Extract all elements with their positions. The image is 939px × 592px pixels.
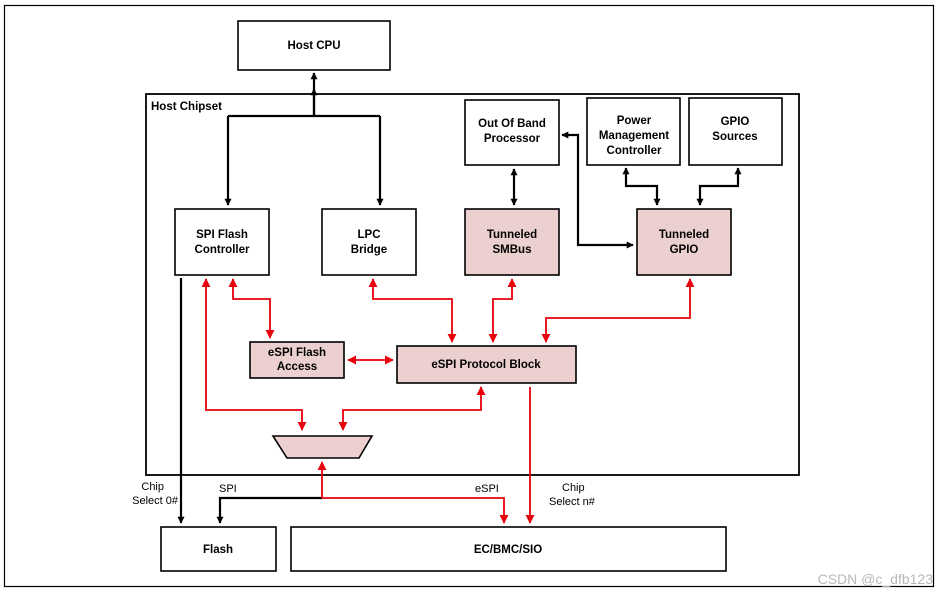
spi-fc-label-line1: SPI Flash bbox=[196, 229, 248, 241]
smbus-protocol-link bbox=[488, 278, 517, 343]
host-cpu-label: Host CPU bbox=[287, 40, 340, 52]
spi-flash-controller-block: SPI Flash Controller bbox=[174, 208, 270, 276]
gpio-protocol-link bbox=[541, 278, 695, 343]
gpio-sources-label-line2: Sources bbox=[712, 131, 757, 143]
spi-fc-label-line2: Controller bbox=[195, 244, 250, 256]
csn-label-line2: Select n# bbox=[549, 496, 596, 508]
host-cpu-block: Host CPU bbox=[237, 20, 391, 71]
host-chipset-label: Host Chipset bbox=[151, 101, 222, 113]
outer-frame bbox=[3, 4, 935, 588]
oob-gpio-link bbox=[561, 131, 634, 249]
cs0-label-line2: Select 0# bbox=[132, 495, 179, 507]
tunneled-smbus-block: Tunneled SMBus bbox=[464, 208, 560, 276]
power-management-block: Power Management Controller bbox=[586, 97, 681, 166]
oob-label-line1: Out Of Band bbox=[478, 118, 546, 130]
tgpio-label-line2: GPIO bbox=[670, 244, 699, 256]
host-chipset-container bbox=[145, 93, 800, 476]
spi-to-flash-line bbox=[216, 496, 322, 524]
spifc-mux-link bbox=[201, 278, 307, 431]
ec-bmc-sio-label: EC/BMC/SIO bbox=[474, 544, 542, 556]
tsmbus-label-line1: Tunneled bbox=[487, 229, 537, 241]
oob-label-line2: Processor bbox=[484, 133, 541, 145]
ec-bmc-sio-block: EC/BMC/SIO bbox=[290, 526, 727, 572]
espi-protocol-label: eSPI Protocol Block bbox=[431, 359, 541, 371]
spi-label: SPI bbox=[219, 483, 237, 495]
oob-processor-block: Out Of Band Processor bbox=[464, 99, 560, 166]
pm-gpio-link bbox=[622, 167, 661, 206]
gpio-sources-block: GPIO Sources bbox=[688, 97, 783, 166]
flash-block: Flash bbox=[160, 526, 277, 572]
gpiosrc-gpio-link bbox=[696, 167, 742, 206]
tgpio-label-line1: Tunneled bbox=[659, 229, 709, 241]
watermark: CSDN @c_dfb123 bbox=[818, 571, 934, 587]
lpc-label-line1: LPC bbox=[358, 229, 381, 241]
cs0-label-line1: Chip bbox=[141, 481, 164, 493]
lpc-label-line2: Bridge bbox=[351, 244, 387, 256]
espi-fa-label-line1: eSPI Flash bbox=[268, 347, 326, 359]
espi-fa-label-line2: Access bbox=[277, 361, 317, 373]
tunneled-gpio-block: Tunneled GPIO bbox=[636, 208, 732, 276]
espi-to-ec-line bbox=[322, 497, 509, 524]
espi-flash-access-block: eSPI Flash Access bbox=[249, 341, 345, 379]
protocol-mux-link bbox=[338, 386, 486, 431]
spifc-espifa-link bbox=[228, 278, 275, 339]
csn-label-line1: Chip bbox=[562, 482, 585, 494]
pm-label-line1: Power bbox=[617, 115, 652, 127]
flash-label: Flash bbox=[203, 544, 233, 556]
lpc-protocol-link bbox=[368, 278, 457, 343]
lpc-bridge-block: LPC Bridge bbox=[321, 208, 417, 276]
pm-label-line3: Controller bbox=[607, 145, 662, 157]
mux-shape bbox=[271, 435, 374, 459]
gpio-sources-label-line1: GPIO bbox=[721, 116, 750, 128]
pm-label-line2: Management bbox=[599, 130, 669, 142]
espi-protocol-block: eSPI Protocol Block bbox=[396, 345, 577, 384]
tsmbus-label-line2: SMBus bbox=[493, 244, 532, 256]
espi-label: eSPI bbox=[475, 483, 499, 495]
